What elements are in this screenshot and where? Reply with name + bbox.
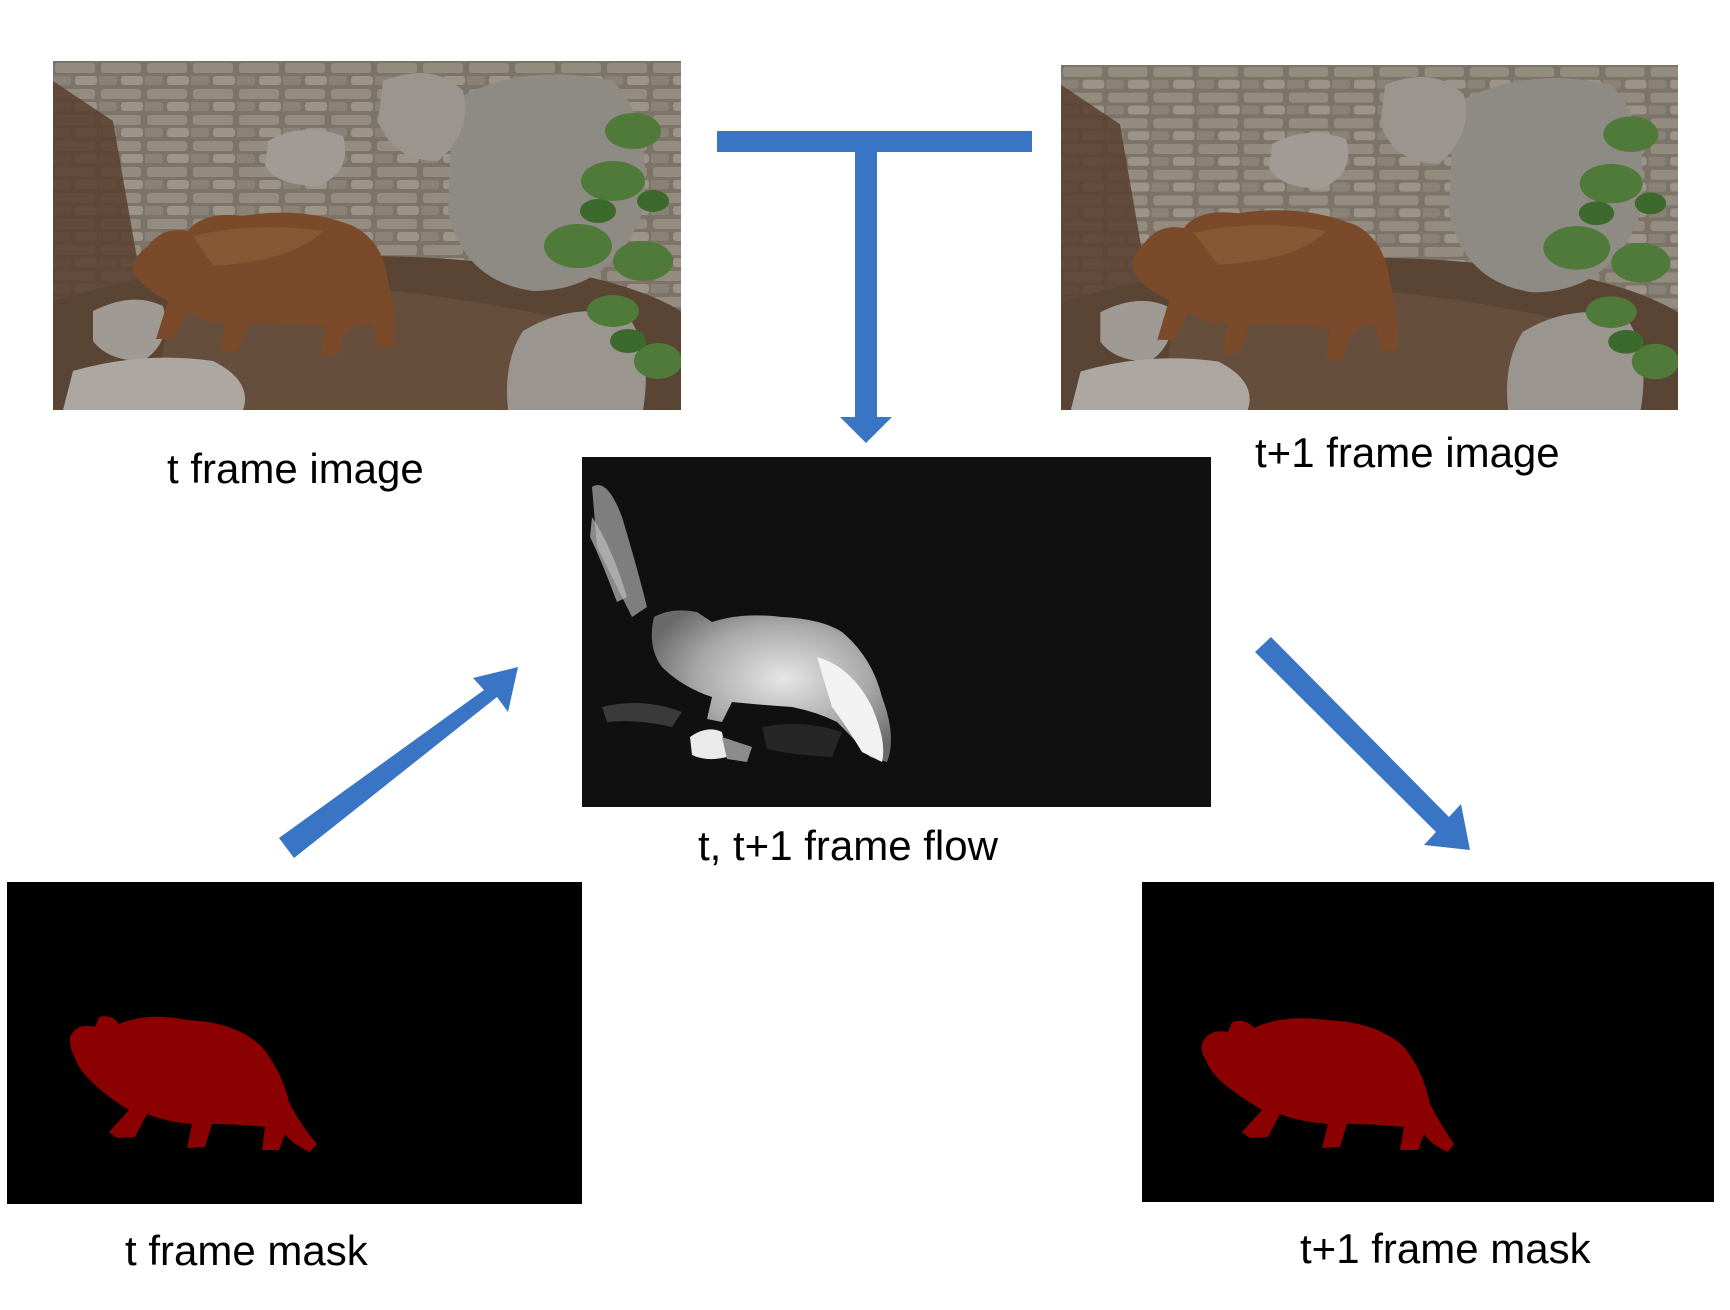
t1-frame-mask-caption: t+1 frame mask <box>1300 1225 1591 1272</box>
flow-caption: t, t+1 frame flow <box>698 822 998 869</box>
merge-connector <box>717 131 1032 443</box>
down-arrow-head <box>840 417 892 443</box>
diagonal-up-arrow <box>279 667 518 858</box>
t-frame-mask <box>7 882 582 1204</box>
t1-frame-image <box>1061 65 1678 410</box>
t1-frame-mask <box>1142 882 1714 1202</box>
t1-frame-image-caption: t+1 frame image <box>1255 429 1560 476</box>
flow-image <box>582 457 1211 807</box>
horizontal-bar <box>717 131 1032 152</box>
t-frame-image-caption: t frame image <box>167 445 424 492</box>
t-frame-image <box>53 61 681 410</box>
diagonal-down-arrow <box>1255 637 1470 850</box>
mask-to-flow-arrow <box>279 667 518 858</box>
flow-to-mask-arrow <box>1255 637 1470 850</box>
vertical-stem <box>855 152 877 417</box>
t-frame-mask-caption: t frame mask <box>125 1227 368 1274</box>
